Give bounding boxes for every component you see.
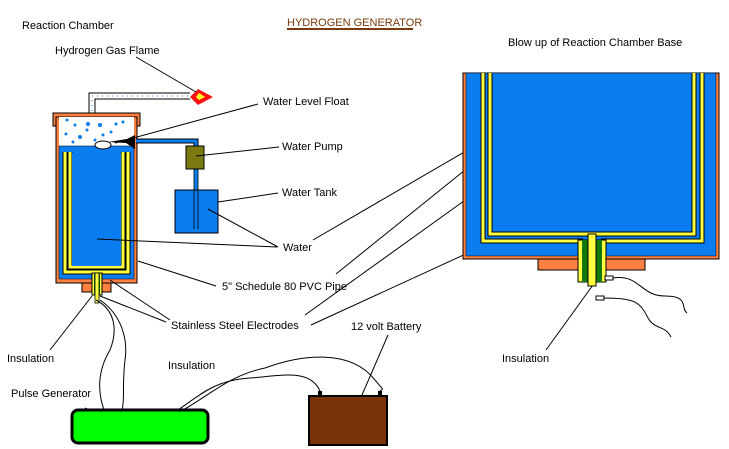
- battery-12v: [308, 395, 388, 446]
- water-pump: [185, 145, 205, 170]
- battery-label: 12 volt Battery: [351, 321, 422, 333]
- insulation-right-label: Insulation: [502, 353, 549, 365]
- wires: [95, 299, 383, 411]
- electrodes-label: Stainless Steel Electrodes: [171, 320, 299, 332]
- diagram-title: HYDROGEN GENERATOR: [287, 17, 422, 29]
- pulse-generator-label: Pulse Generator: [11, 388, 91, 400]
- float-arm: [108, 135, 135, 149]
- hydrogen-gas-flame-label: Hydrogen Gas Flame: [55, 45, 160, 57]
- blowup-wire-2: [603, 297, 672, 338]
- pvc-pipe-label: 5" Schedule 80 PVC Pipe: [222, 281, 347, 293]
- hydrogen-bubbles: [64, 118, 125, 144]
- blowup-wire-1: [612, 277, 688, 314]
- flame-icon: [190, 89, 213, 105]
- battery-terminal-pos: [378, 391, 382, 396]
- water-level-float: [94, 140, 112, 150]
- insulation-left-label: Insulation: [7, 353, 54, 365]
- water-level-float-label: Water Level Float: [263, 96, 349, 108]
- pulse-generator: [70, 408, 210, 445]
- reaction-chamber-label: Reaction Chamber: [22, 20, 114, 32]
- water-label: Water: [283, 242, 312, 254]
- reaction-chamber: [52, 112, 141, 304]
- blowup-title-label: Blow up of Reaction Chamber Base: [508, 37, 682, 49]
- water-tank-label: Water Tank: [282, 187, 338, 199]
- battery-terminal-neg: [318, 391, 322, 396]
- insulation-mid-label: Insulation: [168, 360, 215, 372]
- chamber-base-blowup: [462, 72, 720, 301]
- flame-leader: [135, 56, 197, 93]
- water-tank: [174, 189, 219, 234]
- water-pump-label: Water Pump: [282, 141, 343, 153]
- gas-pipe: [88, 92, 190, 116]
